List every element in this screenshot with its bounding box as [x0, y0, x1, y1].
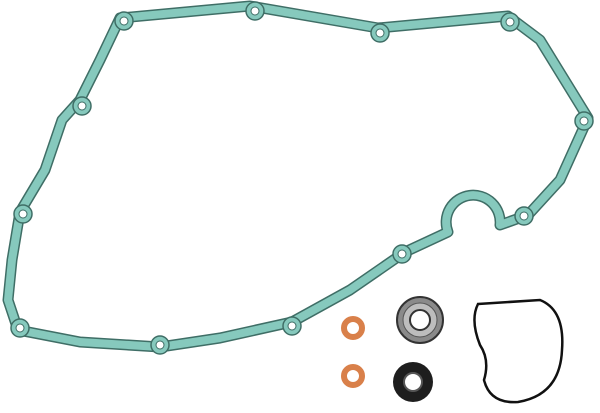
copper-washer-top [341, 316, 365, 340]
cover-gasket [2, 0, 594, 355]
o-ring [473, 298, 564, 404]
bearing [396, 296, 444, 344]
copper-washer-bottom [341, 364, 365, 388]
oil-seal [393, 362, 433, 402]
